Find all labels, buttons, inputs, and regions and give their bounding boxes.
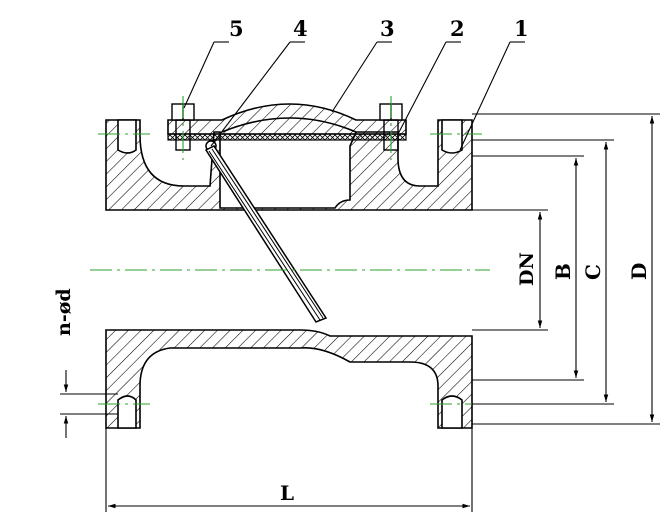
swing-disc [204,140,328,323]
part-number-1: 1 [514,16,529,41]
right-flange-boss-lower [441,395,463,429]
lower-body-wall [105,329,473,429]
gasket [167,133,407,141]
right-flange-boss [441,119,463,154]
dim-label-nd: n-ød [53,288,75,336]
part-number-2: 2 [450,16,465,41]
dim-label-d: D [627,263,651,280]
bonnet-inner-dome [221,117,357,133]
disc-plate [204,145,328,323]
leader-lines [183,41,525,151]
dim-label-c: C [581,264,605,280]
bonnet-cover [167,103,407,135]
part-number-4: 4 [293,16,308,41]
part-number-5: 5 [229,16,244,41]
left-flange-boss [117,119,137,154]
dim-label-dn: DN [516,252,538,286]
dim-label-b: B [551,263,575,280]
upper-body-wall [105,119,473,211]
part-number-3: 3 [380,16,395,41]
dim-label-l: L [280,481,294,505]
left-flange-boss-lower [117,395,137,429]
bonnet-dome [167,103,407,135]
dimension-lines [60,113,660,512]
valve-body [105,119,473,429]
